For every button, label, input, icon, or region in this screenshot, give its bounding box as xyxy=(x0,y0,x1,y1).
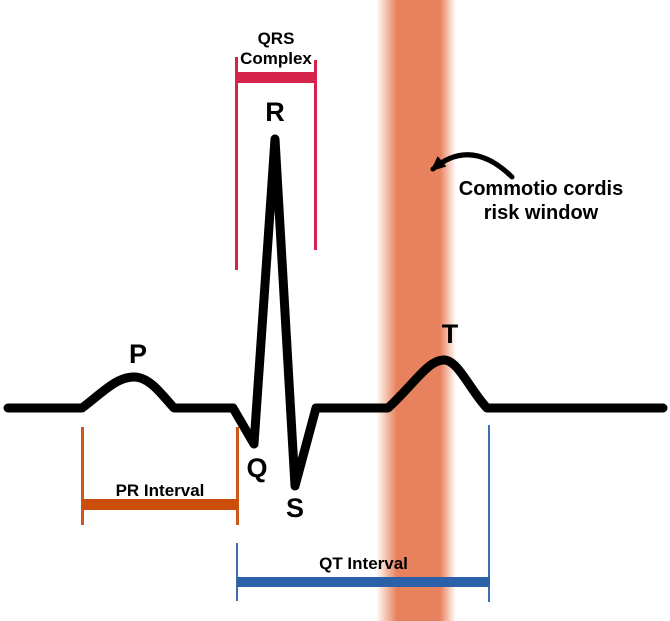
qrs-bracket-right-line xyxy=(314,60,317,250)
q-wave-label: Q xyxy=(246,453,268,483)
qt-interval-label: QT Interval xyxy=(319,554,408,573)
qrs-complex-label: QRS Complex xyxy=(216,29,336,69)
risk-window-caption-line1: Commotio cordis xyxy=(458,178,624,200)
pr-interval-label: PR Interval xyxy=(115,481,205,500)
qt-interval-bar xyxy=(237,577,490,587)
qrs-complex-label-line2: Complex xyxy=(240,49,312,68)
p-wave-label: P xyxy=(128,339,147,369)
qrs-bracket-left-line xyxy=(235,57,238,270)
pr-interval-left-line xyxy=(81,427,84,525)
r-wave-label: R xyxy=(265,97,285,127)
qt-interval-right-line xyxy=(488,425,490,602)
qrs-bracket-bar xyxy=(235,72,317,83)
qrs-complex-label-line1: QRS xyxy=(257,29,295,48)
pr-interval-right-line xyxy=(236,427,239,525)
qt-interval-left-line xyxy=(236,543,238,601)
ecg-trace xyxy=(3,134,668,491)
pr-interval-bar xyxy=(82,499,238,510)
commotio-risk-band xyxy=(376,0,456,621)
risk-window-caption: Commotio cordis risk window xyxy=(448,177,634,225)
t-wave-label: T xyxy=(441,319,459,349)
risk-window-arrow xyxy=(430,152,515,180)
s-wave-label: S xyxy=(285,493,304,523)
risk-window-caption-line2: risk window xyxy=(483,202,599,224)
